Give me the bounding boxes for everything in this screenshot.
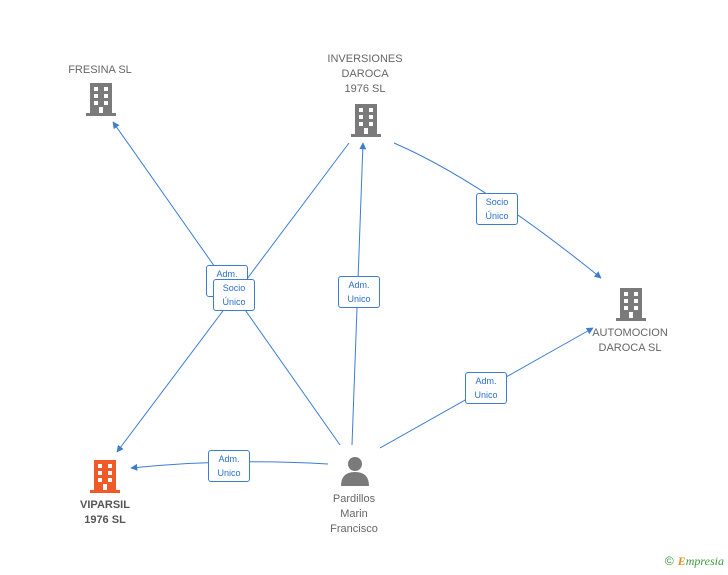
viparsil-building-icon[interactable] [90, 460, 120, 493]
fresina-building-icon[interactable] [86, 83, 116, 116]
pardillos-person-icon[interactable] [341, 457, 369, 486]
inversiones-label[interactable]: INVERSIONES DAROCA 1976 SL [327, 53, 403, 95]
copyright-symbol: © [664, 554, 674, 568]
automocion-label[interactable]: AUTOMOCION DAROCA SL [592, 327, 668, 354]
edge-label-adm-viparsil: Adm. Unico [208, 450, 250, 482]
edge-label-socio-viparsil: Socio Único [213, 279, 255, 311]
automocion-building-icon[interactable] [616, 288, 646, 321]
edge-label-socio-automocion: Socio Único [476, 193, 518, 225]
edge-label-adm-automocion: Adm. Unico [465, 372, 507, 404]
edge-label-adm-inversiones: Adm. Unico [338, 276, 380, 308]
brand-name: mpresia [685, 554, 724, 568]
empresia-logo[interactable]: ©Empresia [665, 554, 724, 569]
brand-initial: E [677, 554, 686, 568]
viparsil-label[interactable]: VIPARSIL 1976 SL [80, 499, 130, 526]
pardillos-label[interactable]: Pardillos Marin Francisco [330, 493, 378, 535]
inversiones-building-icon[interactable] [351, 104, 381, 137]
fresina-label[interactable]: FRESINA SL [68, 64, 132, 76]
